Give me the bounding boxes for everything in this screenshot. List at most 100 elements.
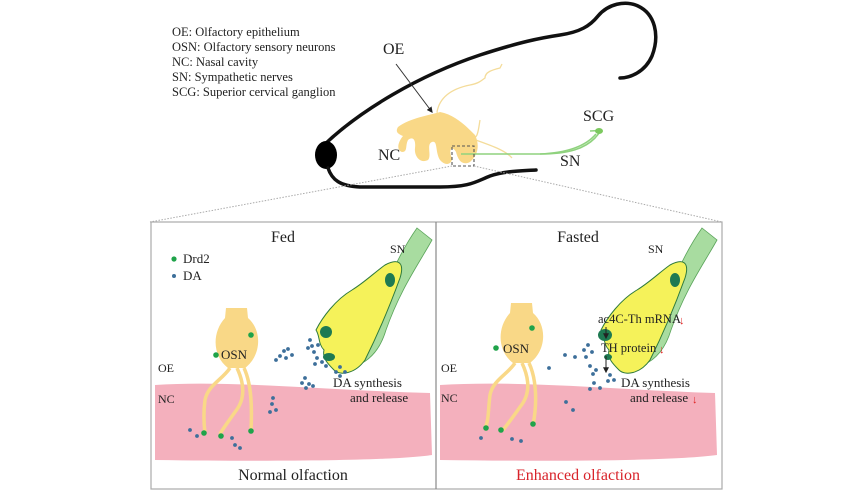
- dopamine-molecule-icon: [588, 364, 592, 368]
- label-osn-fasted: OSN: [503, 341, 530, 356]
- label-osn-fed: OSN: [221, 347, 248, 362]
- label-oe-fasted: OE: [441, 361, 457, 375]
- scg-ganglion-icon: [595, 128, 603, 134]
- caption-fed: Normal olfaction: [238, 467, 348, 484]
- abbrev-nc: NC: Nasal cavity: [172, 55, 259, 69]
- dopamine-molecule-icon: [304, 386, 308, 390]
- abbrev-sn: SN: Sympathetic nerves: [172, 70, 293, 84]
- vesicle-cluster: [670, 273, 680, 287]
- decrease-arrow-icon: ↓: [679, 315, 685, 327]
- vesicle-cluster: [598, 329, 612, 341]
- drd2-legend-icon: [171, 256, 177, 262]
- dopamine-molecule-icon: [286, 347, 290, 351]
- label-scg: SCG: [583, 108, 615, 125]
- dopamine-molecule-icon: [320, 360, 324, 364]
- release-text-line1: DA synthesis: [333, 375, 402, 390]
- dopamine-molecule-icon: [238, 446, 242, 450]
- dopamine-molecule-icon: [310, 344, 314, 348]
- drd2-receptor-icon: [529, 325, 535, 331]
- dopamine-molecule-icon: [274, 408, 278, 412]
- label-sn-fasted: SN: [648, 242, 664, 256]
- dopamine-molecule-icon: [230, 436, 234, 440]
- caption-fasted: Enhanced olfaction: [516, 467, 640, 484]
- dopamine-molecule-icon: [290, 353, 294, 357]
- decrease-arrow-icon: ↓: [659, 344, 665, 356]
- label-sn: SN: [560, 153, 581, 170]
- dopamine-molecule-icon: [284, 356, 288, 360]
- dopamine-molecule-icon: [547, 366, 551, 370]
- nasal-cavity-region: [440, 383, 717, 461]
- decrease-arrow-icon: ↓: [692, 394, 698, 406]
- dopamine-molecule-icon: [268, 410, 272, 414]
- vesicle-cluster: [385, 273, 395, 287]
- dopamine-molecule-icon: [274, 358, 278, 362]
- dopamine-molecule-icon: [306, 346, 310, 350]
- panel-fed: Fed Drd2 DA SN OSN OE NC DA synthesis an…: [155, 227, 433, 484]
- osn-neuron: [483, 303, 544, 432]
- drd2-receptor-icon: [213, 352, 219, 358]
- dopamine-molecule-icon: [586, 343, 590, 347]
- dopamine-molecule-icon: [338, 374, 342, 378]
- legend-da: DA: [183, 268, 202, 283]
- dopamine-molecule-icon: [588, 387, 592, 391]
- drd2-receptor-icon: [248, 332, 254, 338]
- abbrev-scg: SCG: Superior cervical ganglion: [172, 85, 336, 99]
- zoom-region-box: [451, 145, 475, 167]
- dopamine-molecule-icon: [594, 368, 598, 372]
- dopamine-molecule-icon: [303, 376, 307, 380]
- dopamine-molecule-icon: [271, 396, 275, 400]
- dopamine-molecule-icon: [608, 373, 612, 377]
- dopamine-molecule-icon: [334, 370, 338, 374]
- panel-title-fasted: Fasted: [557, 229, 599, 246]
- osn-neuron: [202, 308, 259, 435]
- dopamine-molecule-icon: [324, 364, 328, 368]
- dopamine-molecule-icon: [311, 384, 315, 388]
- zoom-projection-right: [473, 165, 723, 223]
- nose-icon: [315, 141, 337, 169]
- dopamine-molecule-icon: [584, 355, 588, 359]
- zoom-projection-left: [149, 165, 453, 223]
- drd2-receptor-icon: [530, 421, 536, 427]
- dopamine-molecule-icon: [316, 343, 320, 347]
- dopamine-molecule-icon: [188, 428, 192, 432]
- oe-pointer-arrow: [395, 63, 433, 113]
- dopamine-molecule-icon: [591, 372, 595, 376]
- label-nc-fed: NC: [158, 392, 175, 406]
- dopamine-molecule-icon: [308, 338, 312, 342]
- dopamine-molecule-icon: [564, 400, 568, 404]
- legend-drd2: Drd2: [183, 251, 210, 266]
- dopamine-molecule-icon: [563, 353, 567, 357]
- vesicle-cluster: [320, 326, 332, 338]
- drd2-receptor-icon: [498, 427, 504, 433]
- dopamine-molecule-icon: [590, 350, 594, 354]
- release-text-line1: DA synthesis: [621, 375, 690, 390]
- olfactory-epithelium: [396, 112, 478, 164]
- pathway-step-mrna: ac4C-Th mRNA: [598, 312, 681, 326]
- pathway-step-protein: TH protein: [601, 341, 657, 355]
- drd2-receptor-icon: [248, 428, 254, 434]
- drd2-receptor-icon: [201, 430, 207, 436]
- label-sn-fed: SN: [390, 242, 406, 256]
- abbrev-oe: OE: Olfactory epithelium: [172, 25, 300, 39]
- head-outline-top: [321, 1, 658, 148]
- dopamine-molecule-icon: [479, 436, 483, 440]
- dopamine-molecule-icon: [315, 356, 319, 360]
- nasal-cavity-region: [155, 383, 432, 461]
- sn-terminal: [315, 261, 403, 374]
- dopamine-molecule-icon: [270, 402, 274, 406]
- panel-title-fed: Fed: [271, 229, 295, 246]
- dopamine-molecule-icon: [195, 434, 199, 438]
- dopamine-molecule-icon: [582, 348, 586, 352]
- label-nc: NC: [378, 147, 400, 164]
- release-text-line2: and release: [630, 390, 688, 405]
- dopamine-molecule-icon: [300, 381, 304, 385]
- dopamine-molecule-icon: [338, 365, 342, 369]
- dopamine-molecule-icon: [519, 439, 523, 443]
- dopamine-molecule-icon: [313, 362, 317, 366]
- dopamine-molecule-icon: [592, 381, 596, 385]
- label-nc-fasted: NC: [441, 391, 458, 405]
- drd2-receptor-icon: [493, 345, 499, 351]
- abbrev-osn: OSN: Olfactory sensory neurons: [172, 40, 336, 54]
